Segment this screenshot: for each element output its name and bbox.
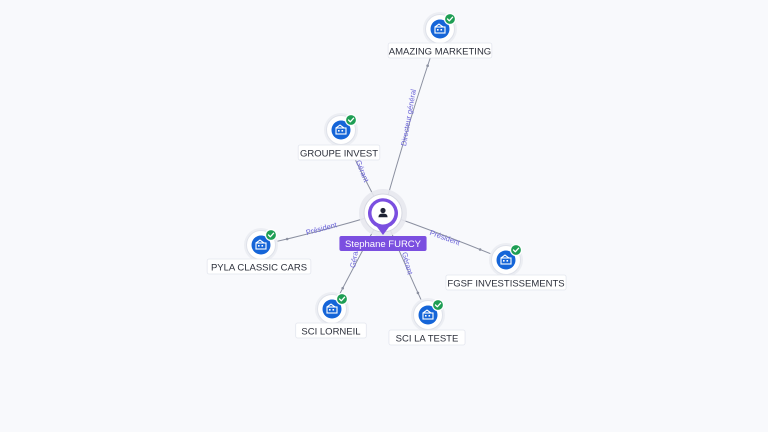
edge-label-pyla-classic-cars: Président — [305, 220, 339, 237]
person-icon — [378, 207, 388, 218]
company-icon — [331, 120, 351, 140]
company-icon — [496, 250, 516, 270]
company-node-sci-lorneil[interactable]: SCI LORNEIL — [295, 292, 367, 339]
company-node-sci-la-teste[interactable]: SCI LA TESTE — [388, 298, 466, 346]
edge-label-sci-la-teste: Gérant — [400, 251, 415, 276]
verified-check-icon — [335, 292, 349, 306]
company-icon — [322, 299, 342, 319]
company-node-groupe-invest[interactable]: GROUPE INVEST — [297, 113, 381, 161]
edge-arrow-icon — [426, 64, 429, 68]
edge-arrow-icon — [341, 286, 345, 290]
center-person-name: Stephane FURCY — [345, 239, 422, 250]
center-person-node[interactable]: Stephane FURCY — [339, 189, 427, 251]
edge-label-fgsf-investissements: Président — [428, 228, 462, 248]
node-label-groupe-invest: GROUPE INVEST — [300, 148, 378, 159]
company-node-fgsf-investissements[interactable]: FGSF INVESTISSEMENTS — [445, 243, 567, 291]
company-icon — [430, 19, 450, 39]
node-label-box — [297, 144, 381, 161]
center-label-box — [339, 236, 427, 251]
company-icon — [251, 235, 271, 255]
edge-arrow-icon — [416, 291, 420, 295]
node-label-sci-lorneil: SCI LORNEIL — [301, 326, 360, 337]
node-label-box — [206, 258, 312, 275]
node-label-box — [387, 42, 493, 59]
nodes-layer: AMAZING MARKETING GROUPE INVEST PYLA CLASS… — [206, 12, 567, 346]
verified-check-icon — [443, 12, 457, 26]
node-label-pyla-classic-cars: PYLA CLASSIC CARS — [211, 262, 307, 273]
verified-check-icon — [509, 243, 523, 257]
verified-check-icon — [264, 228, 278, 242]
edge-arrow-icon — [285, 237, 289, 241]
node-label-box — [445, 274, 567, 291]
edge-label-amazing-marketing: Directeur général — [399, 88, 418, 147]
company-node-amazing-marketing[interactable]: AMAZING MARKETING — [387, 12, 493, 59]
node-label-box — [295, 322, 367, 339]
edge-label-groupe-invest: Gérant — [354, 159, 371, 184]
verified-check-icon — [431, 298, 445, 312]
edge-arrow-icon — [478, 248, 482, 251]
node-label-box — [388, 329, 466, 346]
company-icon — [418, 305, 438, 325]
node-label-amazing-marketing: AMAZING MARKETING — [389, 46, 491, 57]
verified-check-icon — [344, 113, 358, 127]
node-label-fgsf-investissements: FGSF INVESTISSEMENTS — [447, 278, 564, 289]
company-node-pyla-classic-cars[interactable]: PYLA CLASSIC CARS — [206, 228, 312, 275]
node-label-sci-la-teste: SCI LA TESTE — [396, 333, 459, 344]
